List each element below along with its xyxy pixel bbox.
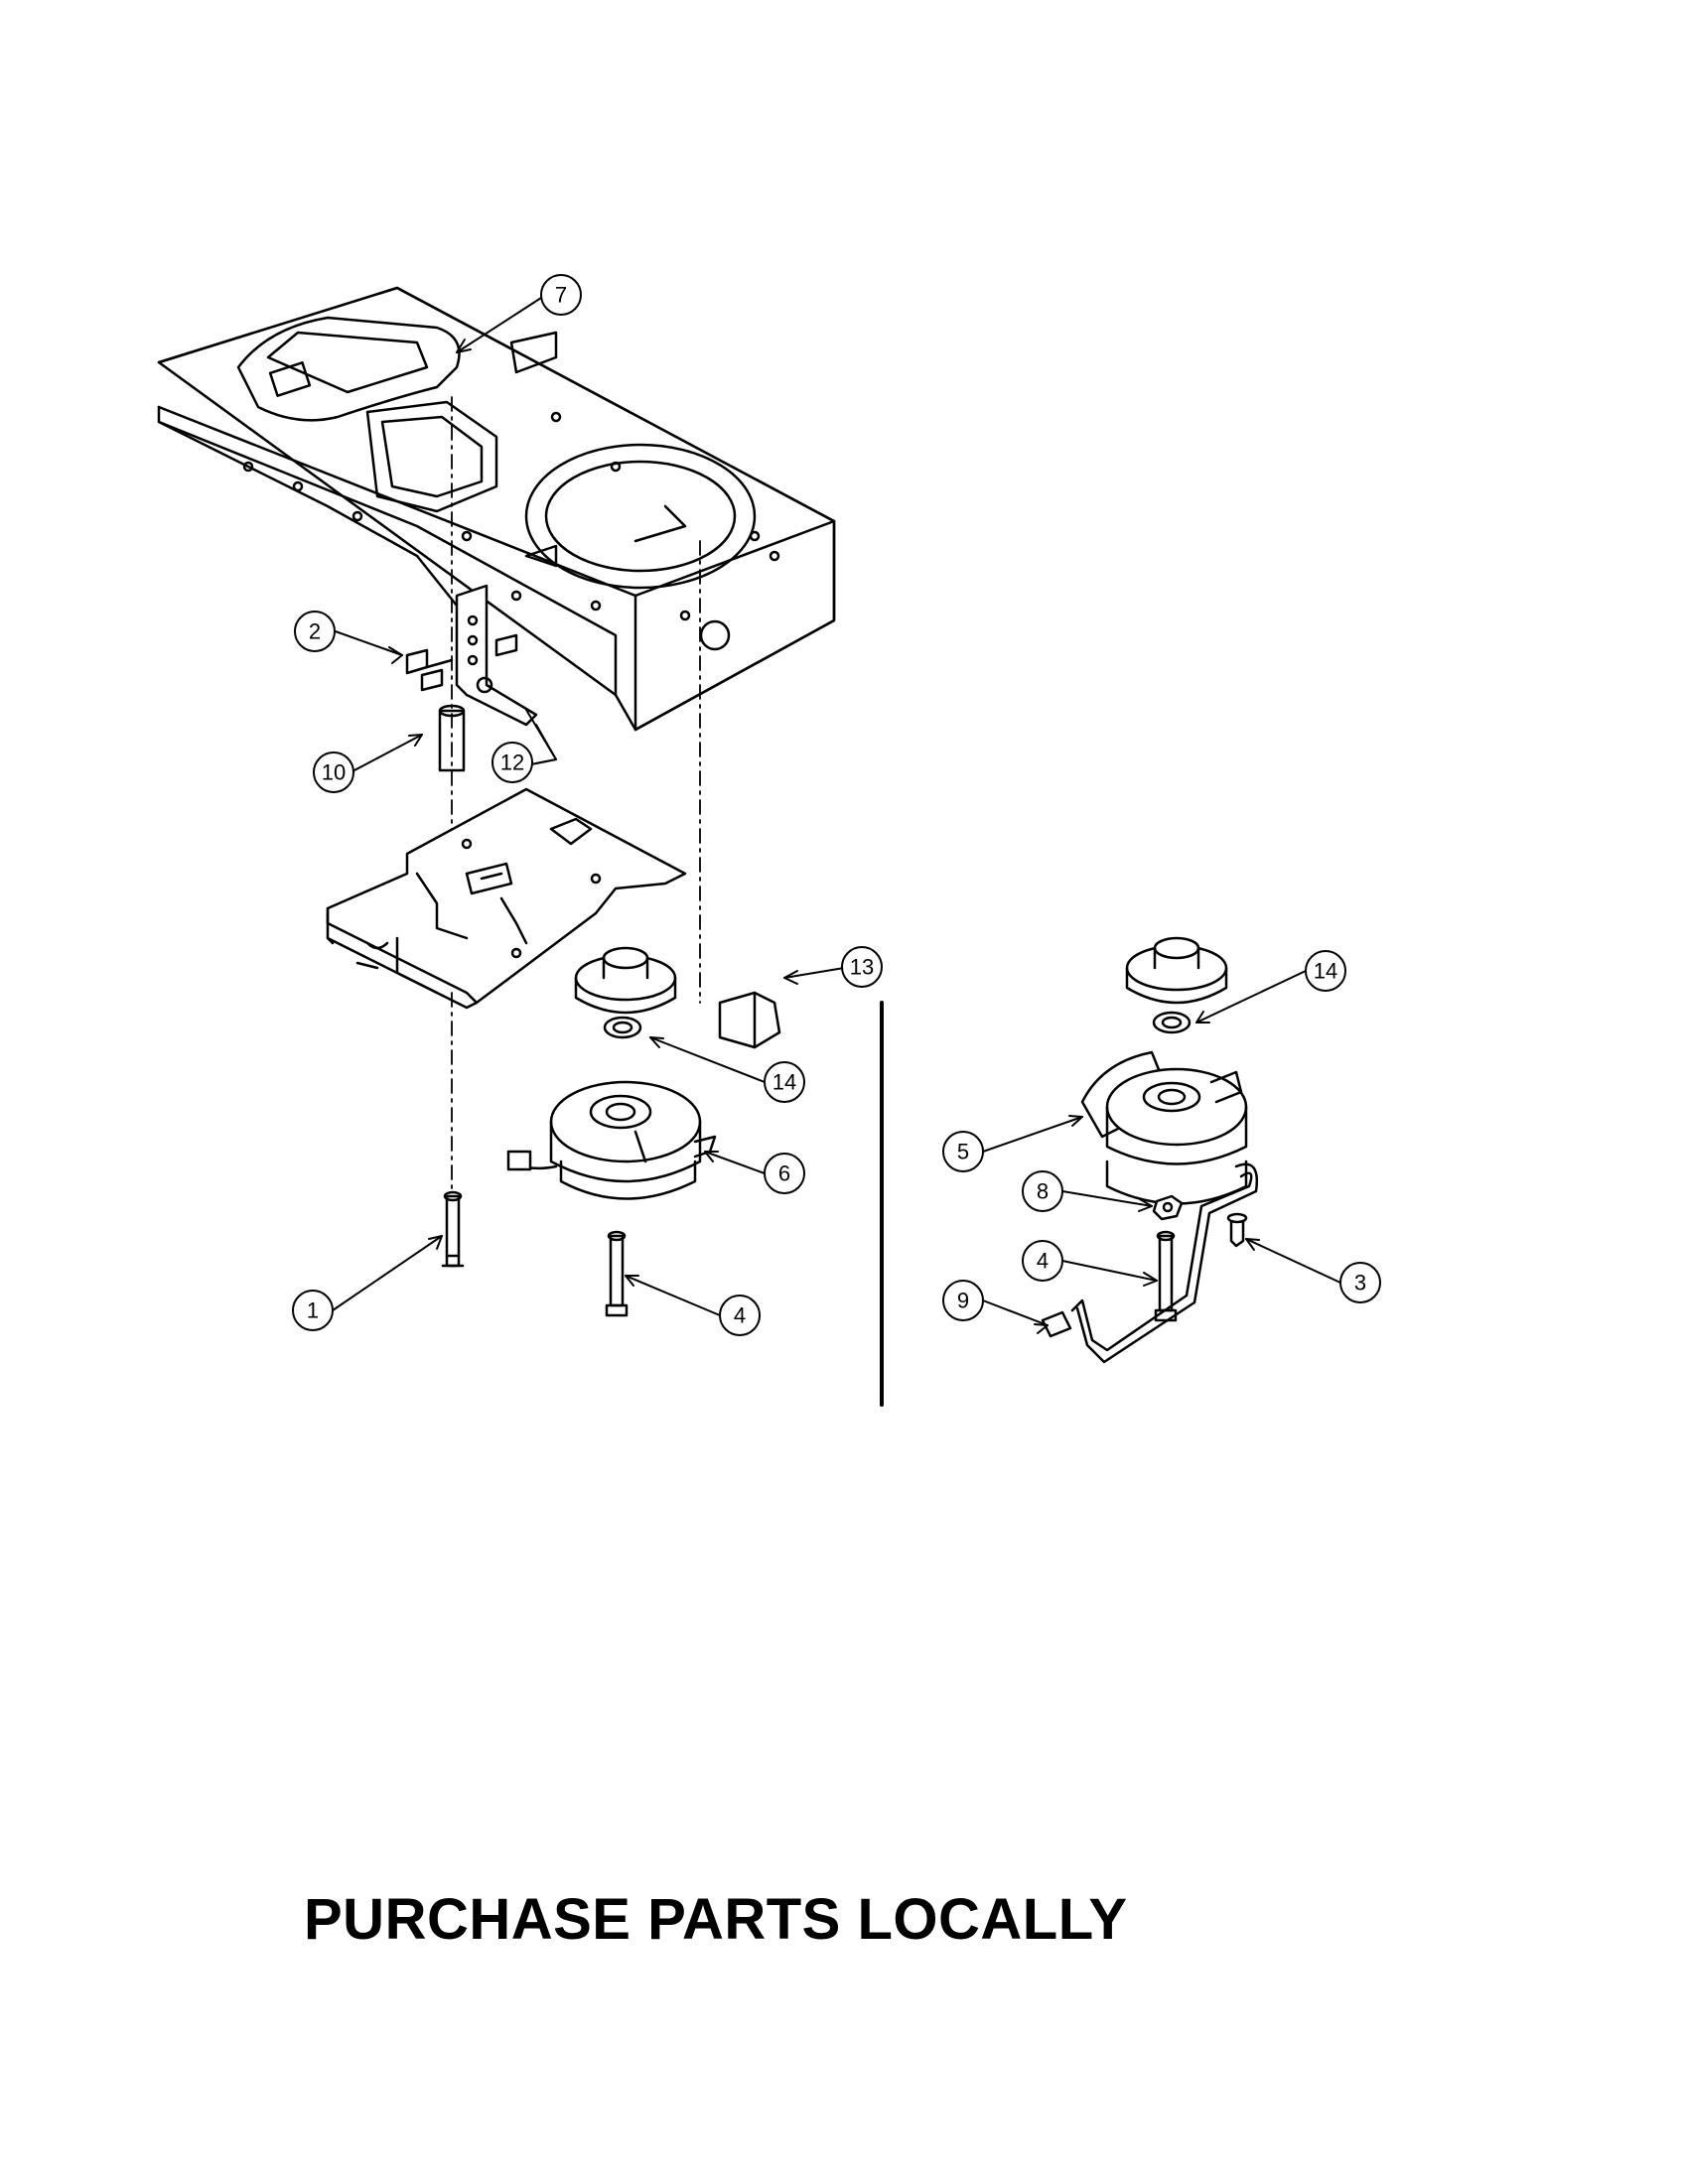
washer-14-right (1152, 1011, 1192, 1034)
pulley-right (1125, 936, 1228, 1005)
mounting-plate (326, 787, 687, 1010)
rod-9 (1041, 1162, 1259, 1364)
bracket-12 (455, 584, 538, 727)
clutch-6 (506, 1080, 717, 1200)
nut-8 (1152, 1194, 1184, 1221)
bolt-4-left (605, 1230, 629, 1317)
callout-8: 8 (1037, 1179, 1049, 1204)
bolt-3 (1226, 1212, 1248, 1248)
callout-13: 13 (850, 955, 874, 980)
chassis-frame (157, 286, 836, 732)
callout-circles (292, 274, 1381, 1336)
callout-12: 12 (500, 751, 524, 775)
callout-10: 10 (322, 760, 346, 785)
washer-14-left (603, 1016, 642, 1039)
callout-3: 3 (1354, 1271, 1366, 1296)
callout-5: 5 (957, 1140, 969, 1164)
callout-1: 1 (307, 1298, 319, 1323)
callout-labels: 7 2 10 12 13 14 6 1 4 14 5 8 4 3 9 (307, 283, 1366, 1328)
bolt-4-right (1154, 1230, 1178, 1322)
pulley-left (574, 946, 677, 1015)
callout-14-right: 14 (1314, 959, 1337, 984)
callout-2: 2 (309, 619, 321, 644)
purchase-parts-notice: PURCHASE PARTS LOCALLY (304, 1887, 1128, 1952)
callout-6: 6 (778, 1161, 790, 1186)
clutch-5 (1080, 1050, 1248, 1205)
bolt-2 (405, 633, 518, 692)
callout-7: 7 (555, 283, 567, 308)
bracket-13 (718, 991, 781, 1049)
callout-9: 9 (957, 1289, 969, 1313)
callout-4-left: 4 (734, 1303, 746, 1328)
callout-14-left: 14 (772, 1070, 796, 1095)
leader-lines (332, 297, 1341, 1334)
alignment-lines (451, 396, 701, 1192)
bolt-1 (441, 1190, 465, 1268)
callout-4-right: 4 (1037, 1249, 1049, 1274)
